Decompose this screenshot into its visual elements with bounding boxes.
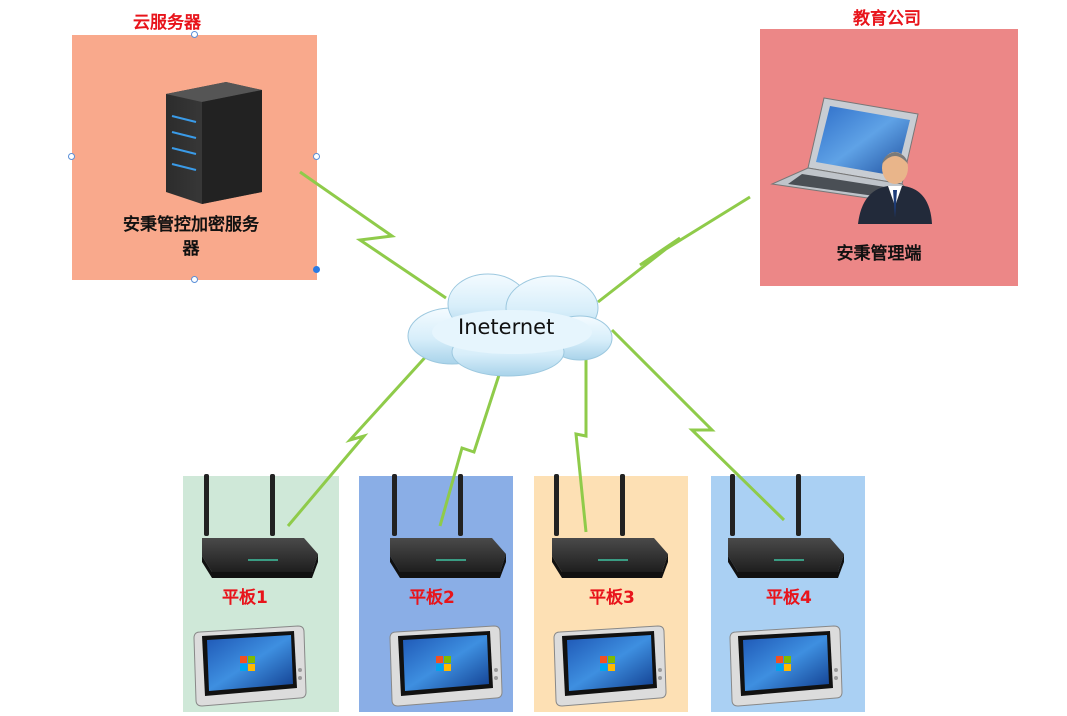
server-icon [166, 82, 262, 204]
selection-handle-bottom-right[interactable] [313, 266, 320, 273]
tablet-icon-3 [553, 625, 667, 707]
user-avatar-icon [858, 152, 932, 224]
network-links [286, 170, 786, 533]
cloud-server-title: 云服务器 [133, 13, 201, 33]
tablet-label-1: 平板1 [222, 588, 268, 608]
link-tablet-3 [574, 346, 588, 533]
router-icon-4 [727, 473, 845, 579]
router-icon-3 [551, 473, 669, 579]
admin-caption: 安秉管理端 [836, 244, 922, 264]
tablet-label-2: 平板2 [409, 588, 455, 608]
internet-cloud [407, 273, 613, 377]
tablet-icon-1 [193, 625, 307, 707]
router-icon-1 [201, 473, 319, 579]
education-company-title: 教育公司 [853, 9, 921, 29]
tablet-label-3: 平板3 [589, 588, 635, 608]
link-server [299, 170, 447, 300]
link-admin [597, 195, 751, 304]
internet-label: Ineternet [458, 315, 555, 339]
tablet-icon-4 [729, 625, 843, 707]
selection-handle-top[interactable] [191, 31, 198, 38]
selection-handle-left[interactable] [68, 153, 75, 160]
link-tablet-2 [438, 371, 502, 527]
selection-handle-bottom[interactable] [191, 276, 198, 283]
selection-handle-right[interactable] [313, 153, 320, 160]
router-icon-2 [389, 473, 507, 579]
cloud-server-caption: 安秉管控加密服务器 [123, 215, 259, 259]
tablet-label-4: 平板4 [766, 588, 812, 608]
tablet-icon-2 [389, 625, 503, 707]
link-tablet-1 [286, 350, 432, 527]
link-tablet-4 [610, 328, 786, 522]
